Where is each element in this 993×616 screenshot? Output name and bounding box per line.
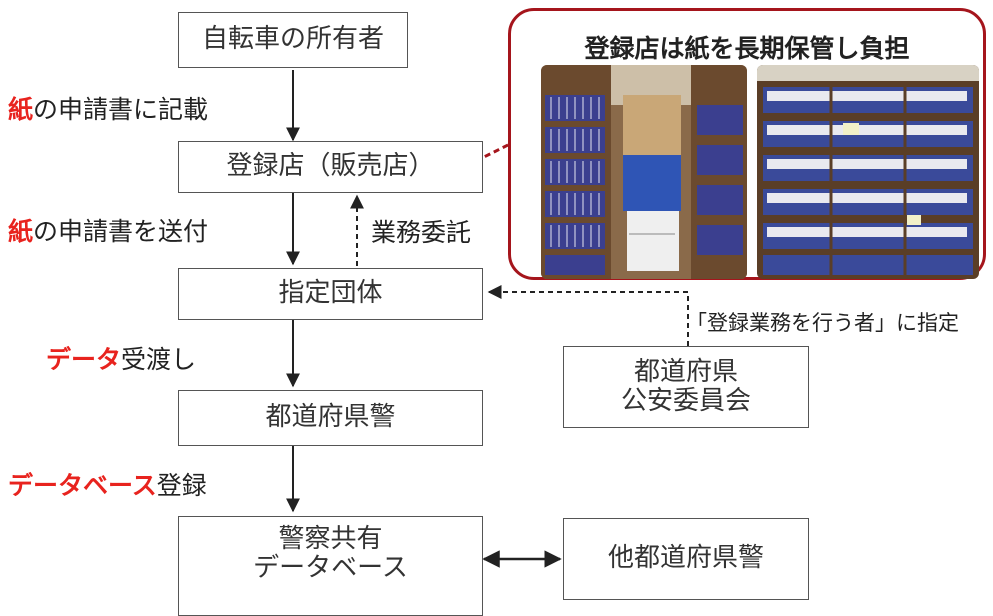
panel-title: 登録店は紙を長期保管し負担	[584, 34, 910, 63]
box-registration-store: 登録店（販売店）	[178, 141, 483, 193]
label-step2: 紙の申請書を送付	[8, 217, 209, 246]
box-designated-org: 指定団体	[178, 268, 483, 320]
photo-storage-room-right	[757, 65, 979, 279]
photo-storage-room-left	[541, 65, 747, 279]
box-public-safety-commission: 都道府県 公安委員会	[563, 346, 809, 428]
box-other-prefectural-police: 他都道府県警	[563, 518, 809, 600]
arrow-designation-dashed	[487, 285, 689, 346]
label-outsourcing: 業務委託	[371, 218, 472, 247]
label-step4: データベース登録	[8, 471, 207, 500]
box-bicycle-owner: 自転車の所有者	[178, 12, 408, 68]
label-step1: 紙の申請書に記載	[8, 95, 209, 124]
label-designation: 「登録業務を行う者」に指定	[686, 311, 959, 335]
box-prefectural-police: 都道府県警	[178, 390, 483, 446]
callout-panel-paper-storage: 登録店は紙を長期保管し負担	[508, 8, 986, 280]
box-police-database: 警察共有 データベース	[178, 516, 483, 616]
label-step3: データ受渡し	[46, 345, 197, 374]
